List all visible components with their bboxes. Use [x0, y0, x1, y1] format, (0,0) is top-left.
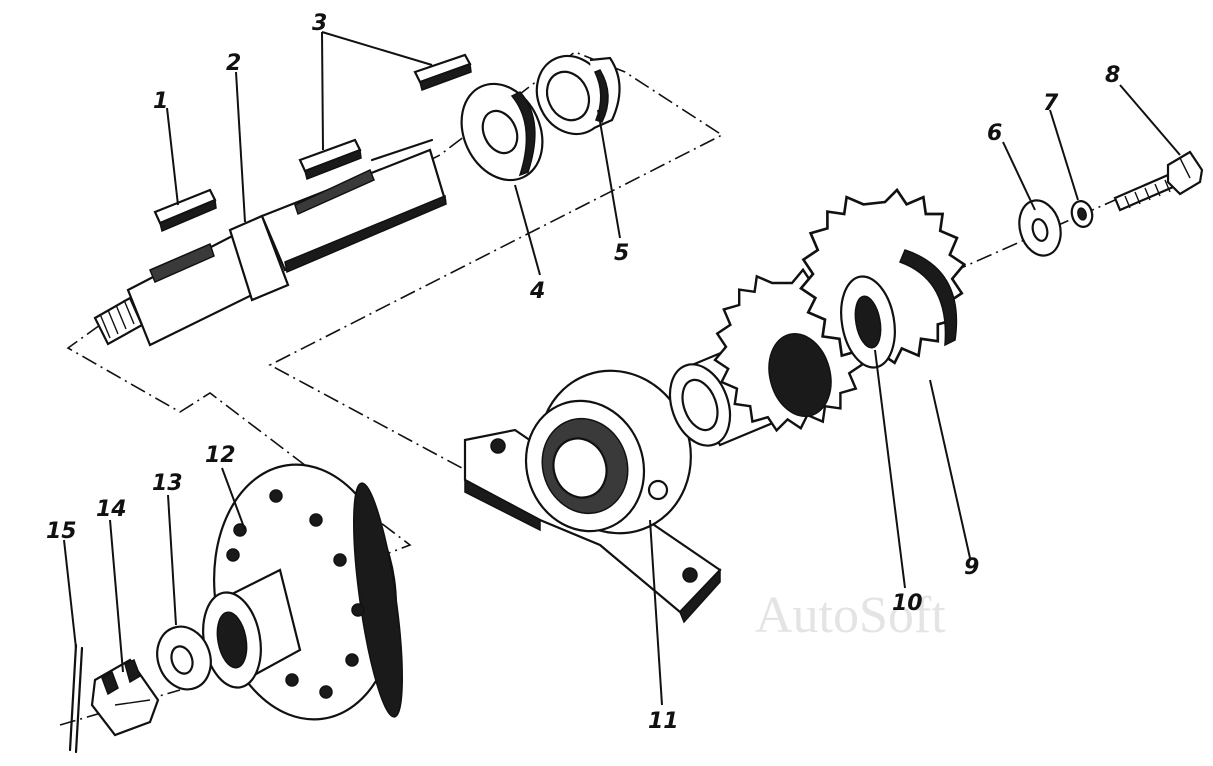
- cotter-pin: [68, 643, 84, 754]
- castle-nut: [90, 658, 160, 737]
- shaft: [93, 138, 447, 347]
- leader-lines: [63, 31, 1181, 706]
- label-1: 1: [153, 89, 168, 114]
- lock-washer: [1070, 200, 1094, 228]
- label-14: 14: [96, 497, 127, 522]
- sprocket-9: [799, 187, 967, 369]
- key-1: [153, 188, 217, 233]
- label-3: 3: [312, 11, 327, 36]
- label-5: 5: [614, 241, 629, 266]
- label-2: 2: [226, 51, 241, 76]
- label-13: 13: [152, 471, 183, 496]
- keys-3: [298, 53, 472, 181]
- label-10: 10: [892, 591, 923, 616]
- label-4: 4: [529, 279, 545, 304]
- spacer-ring: [460, 82, 544, 182]
- washer-6: [1018, 199, 1062, 257]
- callout-labels: 1 2 3 4 5 6 7 8 9 10 11 12 13 14 15: [46, 11, 1120, 734]
- label-15: 15: [46, 519, 77, 544]
- watermark-text: AutoSoft: [755, 587, 946, 644]
- label-7: 7: [1043, 91, 1059, 116]
- label-11: 11: [648, 709, 679, 734]
- label-9: 9: [964, 555, 979, 580]
- bolt: [1113, 150, 1204, 212]
- bearing-housing: [463, 369, 722, 624]
- label-6: 6: [987, 121, 1002, 146]
- label-8: 8: [1105, 63, 1120, 88]
- label-12: 12: [205, 443, 236, 468]
- flange-hub: [202, 463, 403, 721]
- washer-13: [156, 625, 212, 691]
- sleeve: [535, 54, 621, 136]
